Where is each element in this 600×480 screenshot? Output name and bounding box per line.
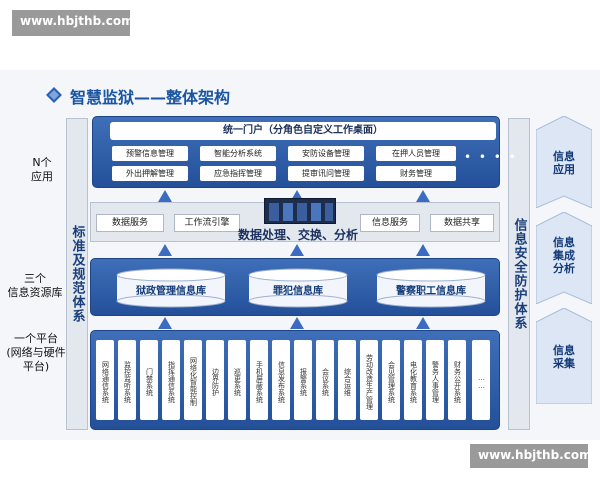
arrow-up-icon — [290, 244, 304, 256]
standards-bar: 标准及规范体系 — [66, 118, 88, 430]
chevron-line: 信息 — [553, 236, 575, 249]
arrow-up-icon — [158, 244, 172, 256]
label-line: 平台) — [22, 360, 50, 373]
system-box[interactable]: 劳动改造生产管理 — [360, 340, 378, 420]
app-button[interactable]: 提审讯问管理 — [288, 166, 364, 181]
label-line: N个 — [32, 156, 52, 169]
chevron-line: 集成 — [553, 249, 575, 262]
info-service-button[interactable]: 信息服务 — [360, 214, 420, 232]
watermark-top: www.hbjthb.com — [12, 10, 134, 36]
system-box[interactable]: 警务人事管理 — [426, 340, 444, 420]
system-box[interactable]: 监控监听系统 — [118, 340, 136, 420]
chevron-line: 采集 — [553, 357, 575, 370]
page-title: 智慧监狱——整体架构 — [70, 88, 231, 107]
system-box[interactable]: 报警系统 — [294, 340, 312, 420]
app-button[interactable]: 财务管理 — [376, 166, 456, 181]
arrow-up-icon — [416, 190, 430, 202]
label-line: (网络与硬件 — [6, 346, 66, 359]
server-rack-icon — [264, 198, 336, 224]
arrow-up-icon — [416, 317, 430, 329]
chevron-text: 信息 应用 — [536, 150, 592, 176]
app-button[interactable]: 在押人员管理 — [376, 146, 456, 161]
label-line: 三个 — [24, 272, 46, 285]
database-label: 罪犯信息库 — [273, 286, 323, 297]
workflow-engine-button[interactable]: 工作流引擎 — [174, 214, 240, 232]
cylinder-icon — [248, 268, 348, 308]
system-box[interactable]: 综合运维 — [338, 340, 356, 420]
system-box[interactable]: 财务公开系统 — [448, 340, 466, 420]
data-sharing-button[interactable]: 数据共享 — [430, 214, 494, 232]
arrow-up-icon — [416, 244, 430, 256]
label-line: 一个平台 — [14, 332, 58, 345]
system-box[interactable]: 会议系统 — [316, 340, 334, 420]
label-line: 信息资源库 — [7, 286, 63, 299]
arrow-up-icon — [290, 317, 304, 329]
system-box[interactable]: 会见管理系统 — [382, 340, 400, 420]
portal-bar[interactable]: 统一门户（分角色自定义工作桌面） — [110, 122, 496, 140]
database-cylinder[interactable]: 狱政管理信息库 — [116, 268, 226, 308]
cylinder-icon — [116, 268, 226, 308]
app-button[interactable]: 智能分析系统 — [200, 146, 276, 161]
arrow-up-icon — [158, 317, 172, 329]
security-bar: 信息安全防护体系 — [508, 118, 530, 430]
chevron-line: 分析 — [553, 262, 575, 275]
database-cylinder[interactable]: 警察职工信息库 — [376, 268, 486, 308]
system-box[interactable]: 门禁系统 — [140, 340, 158, 420]
cylinder-icon — [376, 268, 486, 308]
app-button[interactable]: 安防设备管理 — [288, 146, 364, 161]
label-line: 应用 — [31, 170, 53, 183]
chevron-text: 信息 采集 — [536, 344, 592, 370]
system-box[interactable]: 巡更系统 — [228, 340, 246, 420]
diamond-icon — [46, 87, 62, 103]
system-box[interactable]: 指挥通信系统 — [162, 340, 180, 420]
chevron-apps: 信息 应用 — [535, 115, 593, 209]
database-cylinder[interactable]: 罪犯信息库 — [248, 268, 348, 308]
data-service-button[interactable]: 数据服务 — [96, 214, 164, 232]
system-box-more: …… — [472, 340, 490, 420]
arrow-up-icon — [158, 190, 172, 202]
security-bar-text: 信息安全防护体系 — [511, 218, 527, 330]
app-button[interactable]: 应急指挥管理 — [200, 166, 276, 181]
database-label: 警察职工信息库 — [396, 286, 466, 297]
system-box[interactable]: 网络通信系统 — [96, 340, 114, 420]
label-one-platform: 一个平台 (网络与硬件 平台) — [6, 332, 66, 374]
chevron-integration: 信息 集成 分析 — [535, 211, 593, 305]
chevron-text: 信息 集成 分析 — [536, 236, 592, 275]
database-label: 狱政管理信息库 — [136, 286, 206, 297]
chevron-collection: 信息 采集 — [535, 307, 593, 405]
system-box[interactable]: 手机屏蔽系统 — [250, 340, 268, 420]
app-button[interactable]: 外出押解管理 — [112, 166, 188, 181]
system-box[interactable]: 网络化智能控制 — [184, 340, 202, 420]
middleware-caption: 数据处理、交换、分析 — [238, 228, 359, 242]
more-apps-dots: • • • • — [464, 150, 518, 164]
watermark-bottom: www.hbjthb.com — [470, 444, 592, 468]
app-button[interactable]: 预警信息管理 — [112, 146, 188, 161]
label-three-dbs: 三个 信息资源库 — [4, 272, 66, 300]
standards-bar-text: 标准及规范体系 — [69, 225, 85, 323]
chevron-line: 应用 — [553, 163, 575, 176]
label-n-apps: N个 应用 — [18, 156, 66, 184]
system-box[interactable]: 边界防护 — [206, 340, 224, 420]
chevron-line: 信息 — [553, 344, 575, 357]
chevron-line: 信息 — [553, 150, 575, 163]
system-box[interactable]: 信息发布系统 — [272, 340, 290, 420]
system-box[interactable]: 电化教育系统 — [404, 340, 422, 420]
